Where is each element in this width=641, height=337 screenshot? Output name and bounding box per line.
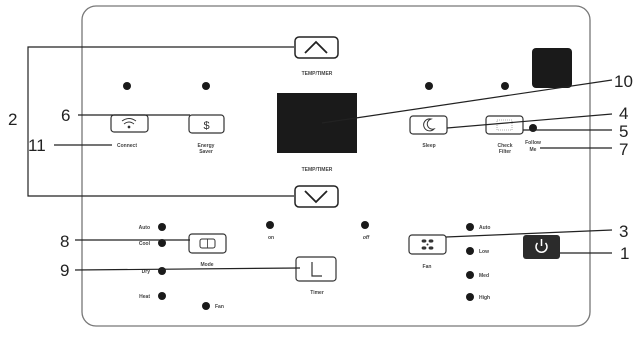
check-filter-button[interactable] [485, 115, 524, 135]
indicator-connect [123, 82, 131, 90]
indicator-fan-auto [466, 223, 474, 231]
indicator-fan-low [466, 247, 474, 255]
chevron-down-icon [304, 190, 328, 204]
filter-icon [496, 119, 513, 131]
callout-8: 8 [60, 232, 69, 251]
indicator-timer-on [266, 221, 274, 229]
check-filter-label-2: Filter [499, 149, 511, 155]
callout-lines [54, 79, 613, 271]
callout-6: 6 [61, 106, 70, 125]
indicator-check-filter [501, 82, 509, 90]
mode-button[interactable] [188, 233, 227, 254]
mode-label: Mode [200, 262, 213, 268]
sleep-button[interactable] [409, 115, 448, 135]
fan-speed-low: Low [479, 249, 489, 255]
fan-button[interactable] [408, 234, 447, 255]
callout-9: 9 [60, 261, 69, 280]
moon-icon [423, 118, 436, 132]
mode-option-heat: Heat [139, 294, 150, 300]
callout-3: 3 [619, 222, 628, 241]
chevron-up-icon [304, 40, 328, 54]
connect-label: Connect [117, 143, 137, 149]
energy-saver-label-2: Saver [199, 149, 213, 155]
mode-option-dry: Dry [142, 269, 151, 275]
callout-1: 1 [620, 244, 629, 263]
dollar-icon: $ [203, 120, 209, 132]
indicator-timer-off [361, 221, 369, 229]
timer-off-label: off [363, 235, 371, 241]
callout-11: 11 [28, 136, 46, 155]
temp-up-button[interactable] [294, 36, 339, 59]
timer-on-label: on [268, 235, 274, 241]
indicator-mode-dry [158, 267, 166, 275]
fan-label: Fan [423, 264, 432, 270]
fan-speed-high: High [479, 295, 490, 301]
follow-me-label-2: Me [530, 147, 537, 153]
energy-saver-label-1: Energy [198, 143, 215, 149]
timer-label: Timer [310, 290, 324, 296]
power-icon [535, 239, 548, 254]
follow-me-label-1: Follow [525, 140, 541, 146]
temperature-display [277, 93, 357, 153]
indicator-mode-auto [158, 223, 166, 231]
indicator-energy-saver [202, 82, 210, 90]
indicator-follow-me [529, 124, 537, 132]
callout-4: 4 [619, 104, 628, 123]
callout-2: 2 [8, 110, 17, 129]
callout-2-bracket [27, 46, 294, 197]
ir-receiver [532, 48, 572, 88]
indicator-sleep [425, 82, 433, 90]
timer-button[interactable] [295, 256, 337, 282]
check-filter-label-1: Check [497, 143, 512, 149]
temp-down-button[interactable] [294, 185, 339, 208]
fan-icon [421, 239, 434, 250]
power-button[interactable] [523, 235, 560, 259]
timer-icon [311, 262, 322, 277]
indicator-mode-cool [158, 239, 166, 247]
sleep-label: Sleep [422, 143, 435, 149]
indicator-fan-med [466, 271, 474, 279]
indicator-fan-high [466, 293, 474, 301]
indicator-mode-heat [158, 292, 166, 300]
mode-option-fan: Fan [215, 304, 224, 310]
callout-7: 7 [619, 140, 628, 159]
fan-speed-med: Med [479, 273, 489, 279]
wifi-icon [121, 118, 137, 129]
fan-speed-auto: Auto [479, 225, 490, 231]
temp-down-label: TEMP/TIMER [302, 167, 333, 173]
indicator-mode-fan [202, 302, 210, 310]
callout-5: 5 [619, 122, 628, 141]
temp-up-label: TEMP/TIMER [302, 71, 333, 77]
connect-button[interactable] [110, 114, 149, 133]
mode-option-cool: Cool [139, 241, 151, 247]
callout-10: 10 [614, 72, 633, 91]
energy-saver-button[interactable]: $ [188, 114, 225, 134]
mode-option-auto: Auto [139, 225, 150, 231]
